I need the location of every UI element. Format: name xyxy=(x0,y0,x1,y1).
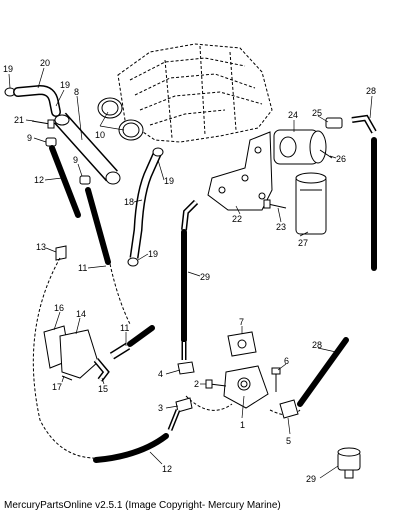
hose-black-middle[interactable] xyxy=(85,187,111,265)
callout-21: 21 xyxy=(14,115,24,125)
callout-18: 18 xyxy=(124,197,134,207)
hose-12-lower[interactable] xyxy=(93,409,181,463)
callout-24: 24 xyxy=(288,110,298,120)
callout-29: 29 xyxy=(200,272,210,282)
hose-29-center[interactable] xyxy=(181,199,199,360)
callout-28: 28 xyxy=(312,340,322,350)
fitting-4[interactable] xyxy=(177,361,195,375)
engine-block-outline xyxy=(117,43,273,143)
housing-14[interactable] xyxy=(59,329,99,379)
callout-1: 1 xyxy=(240,420,245,430)
thermostat-housing-8[interactable] xyxy=(54,112,121,185)
callout-15: 15 xyxy=(98,384,108,394)
bolt-26[interactable] xyxy=(319,149,333,159)
callout-5: 5 xyxy=(286,436,291,446)
callout-17: 17 xyxy=(52,382,62,392)
clamp-19-hose-18-top[interactable] xyxy=(152,147,164,157)
callout-14: 14 xyxy=(76,309,86,319)
elbow-hose-20[interactable] xyxy=(13,84,61,117)
leader-lines xyxy=(8,67,373,479)
copyright-footer: MercuryPartsOnline v2.5.1 (Image Copyrig… xyxy=(4,500,281,511)
hose-28-right[interactable] xyxy=(351,114,377,271)
callout-10: 10 xyxy=(95,130,105,140)
callout-11: 11 xyxy=(120,323,129,333)
gasket-7[interactable] xyxy=(227,331,257,357)
callout-25: 25 xyxy=(312,108,322,118)
fitting-3[interactable] xyxy=(175,397,193,413)
callout-20: 20 xyxy=(40,58,50,68)
bolt-23[interactable] xyxy=(263,199,287,209)
hose-11-lower[interactable] xyxy=(109,325,155,360)
hose-18[interactable] xyxy=(129,150,163,259)
adapter-block-1[interactable] xyxy=(223,365,269,409)
callout-29: 29 xyxy=(306,474,316,484)
callout-16: 16 xyxy=(54,303,64,313)
hose-12-upper[interactable] xyxy=(49,145,81,218)
callout-labels: 19 20 19 8 21 9 10 9 12 19 18 13 11 19 2… xyxy=(3,58,376,484)
callout-2: 2 xyxy=(194,379,199,389)
callout-3: 3 xyxy=(158,403,163,413)
callout-12: 12 xyxy=(34,175,44,185)
callout-9: 9 xyxy=(73,155,78,165)
callout-19: 19 xyxy=(148,249,158,259)
clamp-19-hose-18-bottom[interactable] xyxy=(127,257,139,267)
fitting-9-lower[interactable] xyxy=(79,175,91,185)
bolt-21[interactable] xyxy=(31,119,55,129)
sender-29[interactable] xyxy=(337,447,361,479)
hose-28-lower[interactable] xyxy=(297,337,349,407)
bolt-6[interactable] xyxy=(271,367,281,392)
callout-11: 11 xyxy=(78,263,87,273)
fitting-5[interactable] xyxy=(279,399,299,419)
callout-9: 9 xyxy=(27,133,32,143)
hose-clamps-10[interactable] xyxy=(97,97,144,141)
fitting-9-upper[interactable] xyxy=(45,137,57,147)
callout-19: 19 xyxy=(60,80,70,90)
callout-27: 27 xyxy=(298,238,308,248)
callout-19: 19 xyxy=(164,176,174,186)
bolt-2[interactable] xyxy=(205,379,227,389)
callout-7: 7 xyxy=(239,317,244,327)
callout-28: 28 xyxy=(366,86,376,96)
callout-8: 8 xyxy=(74,87,79,97)
clip-13[interactable] xyxy=(55,245,67,261)
callout-12: 12 xyxy=(162,464,172,474)
callout-19: 19 xyxy=(3,64,13,74)
fitting-15[interactable] xyxy=(93,358,110,382)
filter-adapter-24[interactable] xyxy=(273,129,327,165)
bracket-22[interactable] xyxy=(207,131,273,211)
callout-23: 23 xyxy=(276,222,286,232)
callout-13: 13 xyxy=(36,242,46,252)
callout-26: 26 xyxy=(336,154,346,164)
fitting-25[interactable] xyxy=(325,117,343,129)
oil-filter-27[interactable] xyxy=(295,172,327,235)
callout-6: 6 xyxy=(284,356,289,366)
callout-4: 4 xyxy=(158,369,163,379)
callout-22: 22 xyxy=(232,214,242,224)
